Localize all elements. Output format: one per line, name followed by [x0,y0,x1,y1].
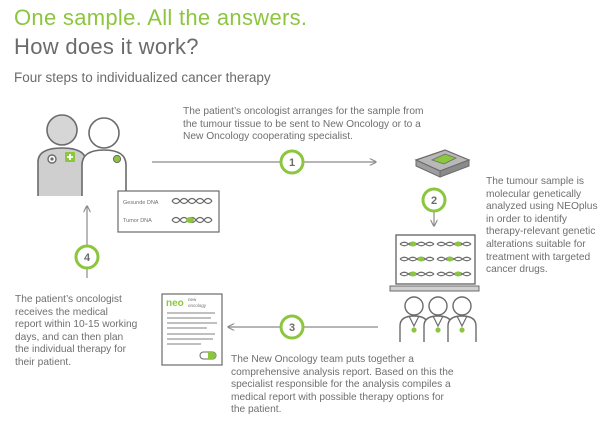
team-member [447,296,477,342]
page-tagline: Four steps to individualized cancer ther… [14,70,271,85]
dna-comparison-panel: Gesunde DNA Tumor DNA [117,190,220,233]
new-oncology-team [399,296,477,342]
step-4-description: The patient’s oncologist receives the me… [15,294,138,368]
step-1-badge: 1 [279,149,305,175]
team-member [399,296,429,342]
oncologists-illustration [37,114,127,196]
page-subtitle: How does it work? [14,34,199,59]
report-logo-line1: new [188,297,197,302]
team-member [423,296,453,342]
step-4-badge: 4 [74,244,100,270]
step-3-description: The New Oncology team puts together a co… [231,354,454,416]
svg-text:4: 4 [84,252,91,264]
report-logo-line2: oncology [188,303,207,308]
analysis-monitor [389,234,480,292]
medical-report-document: neo new oncology [161,293,223,366]
tumor-dna-helix [171,216,213,224]
patient-figure [81,117,127,196]
step-1-description: The patient’s oncologist arranges for th… [183,106,424,143]
healthy-dna-label: Gesunde DNA [123,200,159,206]
tumor-dna-label: Tumor DNA [123,218,152,224]
report-text-lines [167,312,217,345]
tumour-sample-icon [414,149,471,178]
step-2-description: The tumour sample is molecular genetical… [486,176,598,276]
page-title: One sample. All the answers. [14,5,308,30]
doctor-figure [37,114,87,196]
svg-text:1: 1 [289,157,295,169]
healthy-dna-helix [171,197,213,205]
report-logo-mark: neo [166,298,184,309]
svg-text:2: 2 [431,195,437,207]
step-2-badge: 2 [421,187,447,213]
step-3-badge: 3 [279,314,305,340]
dna-sequence-rows [399,241,472,277]
svg-text:3: 3 [289,322,295,334]
